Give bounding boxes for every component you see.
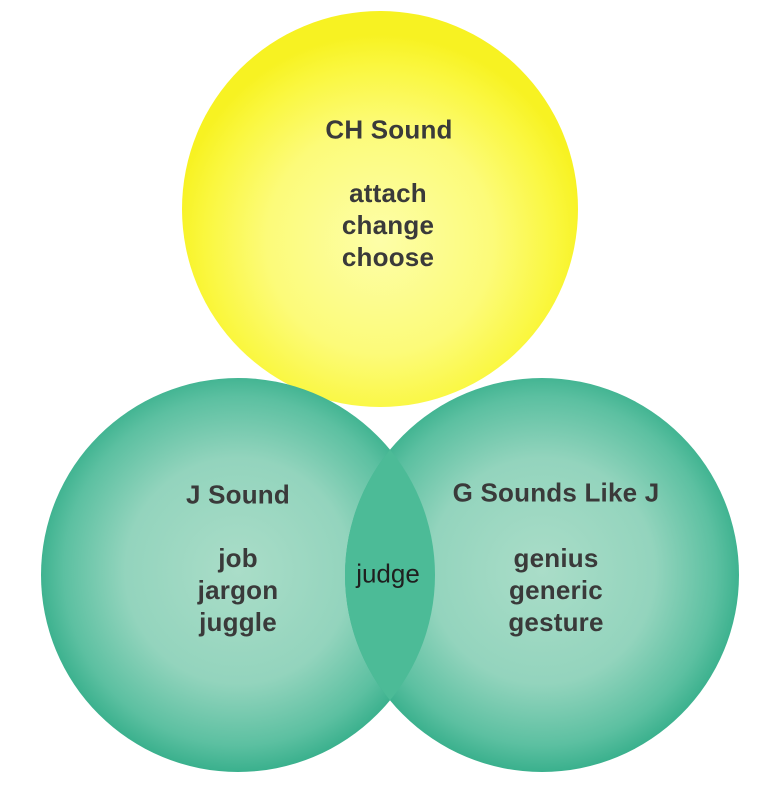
circle-g-sounds-like-j: [345, 378, 739, 772]
j-word-1: job: [218, 543, 258, 573]
g-word-2: generic: [509, 575, 603, 605]
j-sound-title: J Sound: [186, 479, 290, 510]
g-word-3: gesture: [508, 607, 604, 637]
g-sounds-like-j-words: genius generic gesture: [508, 542, 603, 638]
overlap-word-judge: judge: [356, 558, 420, 589]
ch-word-3: choose: [341, 242, 435, 272]
circle-j-sound: [41, 378, 435, 772]
g-sounds-like-j-title: G Sounds Like J: [452, 477, 660, 508]
j-word-2: jargon: [197, 575, 279, 605]
j-sound-words: job jargon juggle: [198, 542, 279, 638]
circle-ch-sound: [182, 11, 578, 407]
j-word-3: juggle: [199, 607, 277, 637]
ch-sound-title: CH Sound: [325, 114, 453, 145]
g-word-1: genius: [513, 543, 599, 573]
ch-word-1: attach: [349, 178, 427, 208]
ch-word-2: change: [341, 210, 435, 240]
ch-sound-words: attach change choose: [342, 177, 434, 273]
